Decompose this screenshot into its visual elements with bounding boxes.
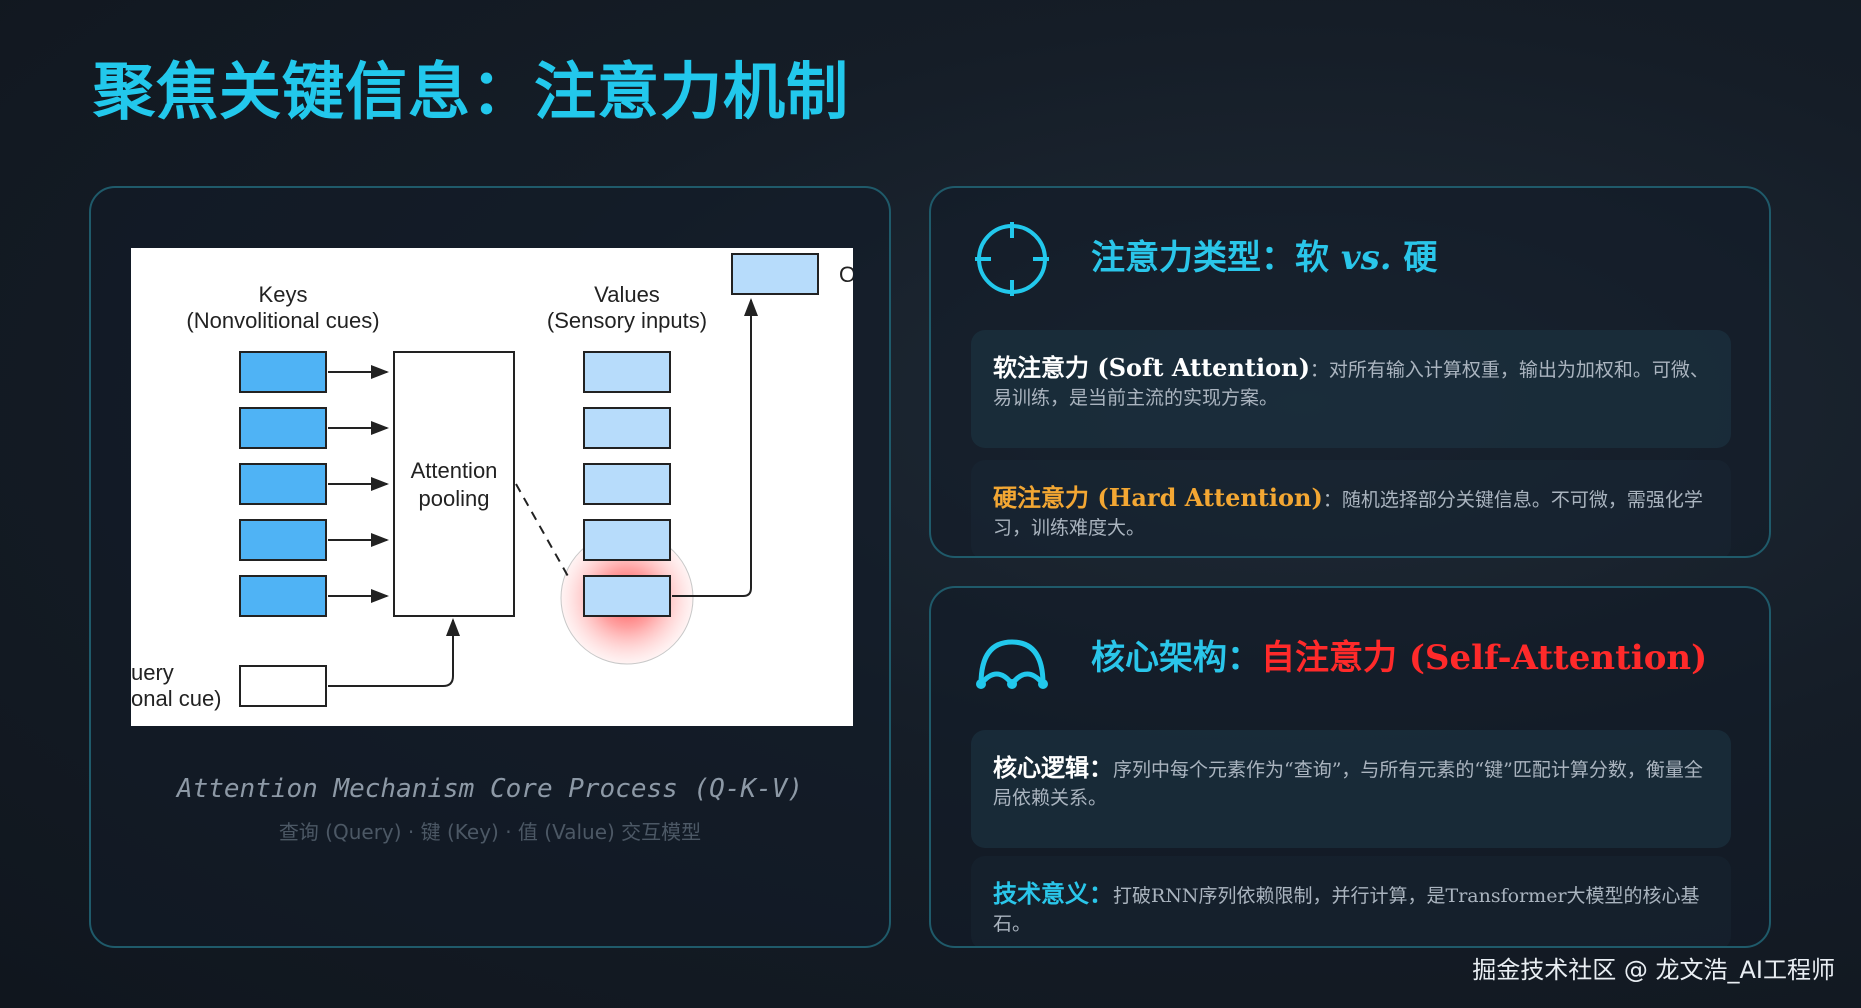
- self-attention-title: 自注意力 (Self-Attention): [1261, 638, 1708, 678]
- attention-types-card: 注意力类型：软 vs. 硬 软注意力 (Soft Attention)：对所有输…: [929, 186, 1771, 558]
- network-arc-icon: [976, 639, 1048, 689]
- values-sublabel: (Sensory inputs): [547, 308, 707, 333]
- hard-attention-label: 硬注意力 (Hard Attention): [993, 483, 1323, 512]
- watermark: 掘金技术社区 @ 龙文浩_AI工程师: [1472, 956, 1835, 984]
- crosshair-icon: [975, 222, 1049, 296]
- diagram-subcaption: 查询 (Query) · 键 (Key) · 值 (Value) 交互模型: [278, 820, 702, 844]
- heading-vs: vs.: [1340, 238, 1392, 278]
- core-architecture-card: 核心架构：自注意力 (Self-Attention) 核心逻辑：序列中每个元素作…: [929, 586, 1771, 948]
- attention-diagram-svg: Keys (Nonvolitional cues) Values (Sensor…: [131, 253, 853, 711]
- output-box: [731, 253, 819, 295]
- key-box: [239, 463, 327, 505]
- value-box: [583, 407, 671, 449]
- core-logic-item: 核心逻辑：序列中每个元素作为“查询”，与所有元素的“键”匹配计算分数，衡量全局依…: [971, 730, 1731, 848]
- value-box: [583, 519, 671, 561]
- output-label: O: [839, 262, 853, 287]
- key-arrows: [328, 365, 389, 603]
- value-box: [583, 351, 671, 393]
- core-logic-text: 序列中每个元素作为“查询”，与所有元素的“键”匹配计算分数，衡量全局依赖关系。: [993, 759, 1703, 809]
- tech-meaning-item: 技术意义：打破RNN序列依赖限制，并行计算，是Transformer大模型的核心…: [971, 856, 1731, 946]
- tech-meaning-text: 打破RNN序列依赖限制，并行计算，是Transformer大模型的核心基石。: [993, 885, 1700, 935]
- key-boxes: [239, 351, 327, 617]
- key-box: [239, 575, 327, 617]
- query-box: [239, 665, 327, 707]
- value-box: [583, 463, 671, 505]
- key-box: [239, 407, 327, 449]
- tech-meaning-label: 技术意义：: [993, 879, 1113, 908]
- values-label: Values: [594, 282, 660, 307]
- soft-attention-text: ：对所有输入计算权重，输出为加权和。可微、易训练，是当前主流的实现方案。: [993, 359, 1709, 409]
- heading-suffix: 硬: [1403, 238, 1438, 278]
- key-box: [239, 351, 327, 393]
- heading-prefix: 注意力类型：软: [1091, 238, 1329, 278]
- value-box: [583, 575, 671, 617]
- query-label: uery: [131, 660, 174, 685]
- key-box: [239, 519, 327, 561]
- heading-prefix: 核心架构：: [1091, 638, 1261, 678]
- diagram-panel: Keys (Nonvolitional cues) Values (Sensor…: [89, 186, 891, 948]
- hard-attention-text: ：随机选择部分关键信息。不可微，需强化学习，训练难度大。: [993, 489, 1703, 539]
- pooling-label: pooling: [419, 486, 490, 511]
- attention-dashed-link: [515, 483, 570, 579]
- soft-attention-item: 软注意力 (Soft Attention)：对所有输入计算权重，输出为加权和。可…: [971, 330, 1731, 448]
- page-title: 聚焦关键信息：注意力机制: [93, 55, 850, 128]
- attention-diagram: Keys (Nonvolitional cues) Values (Sensor…: [131, 248, 853, 726]
- attention-types-heading: 注意力类型：软 vs. 硬: [1091, 230, 1437, 279]
- hard-attention-item: 硬注意力 (Hard Attention)：随机选择部分关键信息。不可微，需强化…: [971, 460, 1731, 556]
- pooling-label: Attention: [411, 458, 498, 483]
- soft-attention-label: 软注意力 (Soft Attention): [993, 353, 1310, 382]
- core-architecture-heading: 核心架构：自注意力 (Self-Attention): [1091, 630, 1707, 679]
- query-arrow: [328, 618, 460, 687]
- output-arrow: [672, 298, 758, 597]
- attention-pooling-box: [393, 351, 515, 617]
- core-logic-label: 核心逻辑：: [993, 753, 1113, 782]
- query-label: onal cue): [131, 686, 222, 711]
- keys-sublabel: (Nonvolitional cues): [186, 308, 379, 333]
- keys-label: Keys: [259, 282, 308, 307]
- value-boxes: [583, 351, 671, 617]
- diagram-caption: Attention Mechanism Core Process (Q-K-V): [176, 774, 804, 804]
